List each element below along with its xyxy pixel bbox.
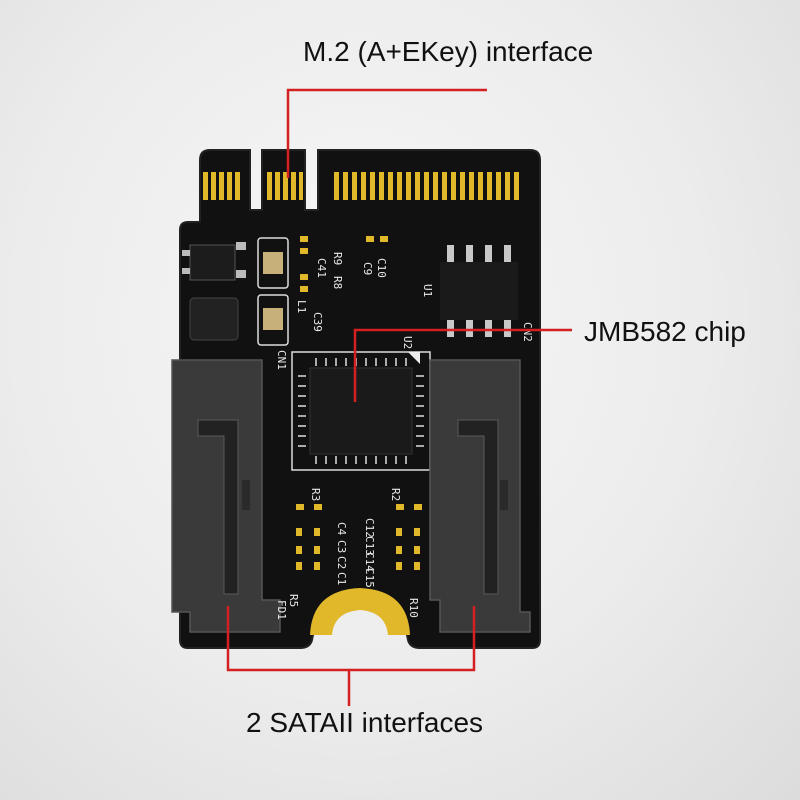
- gold-fingers-left: [203, 172, 240, 200]
- callout-sata-interfaces: 2 SATAII interfaces: [246, 707, 484, 738]
- callout-lines: [226, 88, 572, 706]
- u1-chip: [440, 245, 518, 337]
- capacitor-c39: [257, 294, 289, 346]
- callout-line-sata: [226, 606, 476, 672]
- inductor-component: [189, 297, 239, 341]
- silk-c12: C12: [363, 518, 376, 538]
- silk-u2: U2: [401, 336, 414, 349]
- silk-r9: R9: [331, 252, 344, 265]
- mounting-hole-pad: [310, 588, 410, 635]
- silk-l1: L1: [295, 300, 308, 313]
- transistor-component: [182, 242, 246, 281]
- silk-c13: C13: [363, 536, 376, 556]
- silk-c39: C39: [311, 312, 324, 332]
- smd-pads-bottom: [296, 504, 422, 570]
- sata-connector-left: [171, 359, 281, 633]
- gold-fingers-middle: [267, 172, 303, 200]
- silk-r8: R8: [331, 276, 344, 289]
- silk-c15: C15: [363, 568, 376, 588]
- callout-chip: JMB582 chip: [584, 316, 746, 347]
- silk-r10: R10: [407, 598, 420, 618]
- gold-fingers-right: [334, 172, 519, 200]
- callout-m2-interface: M.2 (A+EKey) interface: [303, 36, 594, 67]
- silk-c1: C1: [335, 572, 348, 585]
- silk-u1: U1: [421, 284, 434, 297]
- callout-line-m2: [286, 88, 487, 178]
- silk-c14: C14: [363, 552, 376, 572]
- silk-c10: C10: [375, 258, 388, 278]
- sata-connector-right: [429, 359, 531, 633]
- silk-c2: C2: [335, 556, 348, 569]
- silk-c4: C4: [335, 522, 348, 536]
- silk-cn1: CN1: [275, 350, 288, 370]
- smd-pads-top: [300, 236, 388, 292]
- jmb582-chip: [291, 351, 431, 471]
- silk-c3: C3: [335, 540, 348, 553]
- silk-c41: C41: [315, 258, 328, 278]
- silk-fd1: FD1: [275, 600, 288, 620]
- silk-r5: R5: [287, 594, 300, 607]
- silk-r2: R2: [389, 488, 402, 501]
- callout-line-chip: [353, 328, 572, 402]
- silk-c9: C9: [361, 262, 374, 275]
- capacitor-c41: [257, 237, 289, 289]
- silk-cn2: CN2: [521, 322, 534, 342]
- silk-r3: R3: [309, 488, 322, 501]
